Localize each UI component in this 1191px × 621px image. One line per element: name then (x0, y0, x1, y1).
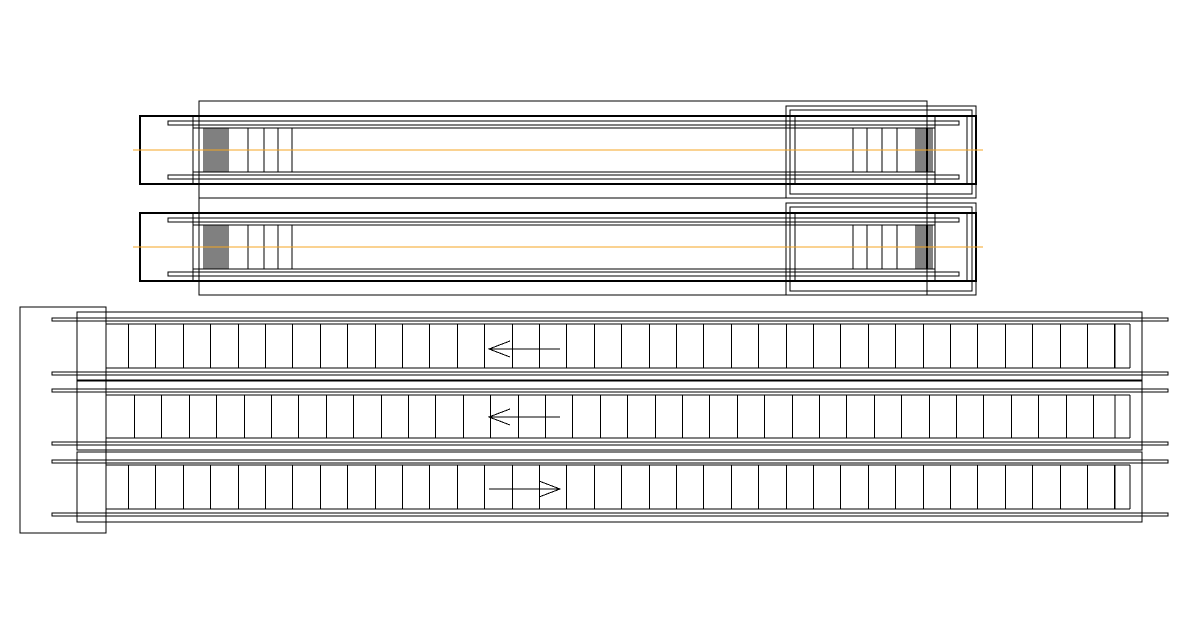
walkway-handrail (51, 512, 1169, 517)
walkway-lane (51, 311, 1169, 381)
machine-cover-inner (789, 109, 973, 195)
walkway-balustrade (76, 311, 1143, 381)
walkway-handrail (51, 459, 1169, 464)
arrow-left-icon (487, 340, 560, 358)
walkway-handrail (51, 317, 1169, 322)
machine-cover-outer (785, 202, 977, 296)
walkway-handrail (51, 441, 1169, 446)
walkway-balustrade (76, 380, 1143, 451)
arrow-left-icon (487, 408, 560, 426)
arrow-head (538, 480, 562, 498)
moving-walkway-group (19, 306, 1169, 534)
arrow-head (487, 340, 511, 358)
escalator-handrail (167, 271, 960, 277)
escalator-handrail (167, 217, 960, 223)
escalator-handrail (167, 174, 960, 180)
machine-cover-inner (789, 206, 973, 292)
arrow-head (487, 408, 511, 426)
escalator-unit (133, 100, 983, 199)
arrow-right-icon (489, 480, 562, 498)
escalator-handrail (167, 120, 960, 126)
escalator-unit (133, 197, 983, 296)
walkway-lane (51, 451, 1169, 523)
walkway-handrail (51, 388, 1169, 393)
walkway-landing-pit (19, 306, 107, 534)
walkway-handrail (51, 371, 1169, 376)
escalator-group (133, 100, 983, 296)
walkway-lane (51, 380, 1169, 451)
walkway-balustrade (76, 451, 1143, 523)
